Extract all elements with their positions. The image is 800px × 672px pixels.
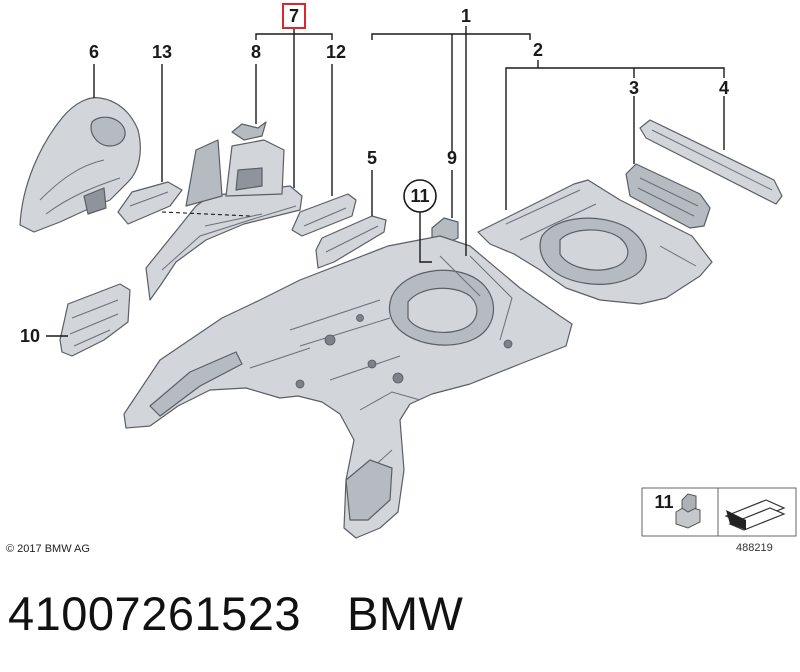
callout-labels: 6 13 7 8 12 1 2 3 4 5 9 10 11 — [20, 3, 729, 346]
brand-name: BMW — [347, 587, 464, 640]
diagram-number: 488219 — [736, 542, 773, 554]
label-13: 13 — [152, 42, 172, 62]
label-7: 7 — [289, 6, 299, 26]
copyright-text: © 2017 BMW AG — [6, 543, 90, 555]
legend-label-11: 11 — [654, 492, 673, 512]
label-1: 1 — [461, 6, 471, 26]
label-5: 5 — [367, 148, 377, 168]
part-10-heat-shield — [59, 283, 131, 357]
label-11-circle — [403, 179, 437, 213]
highlight-box — [282, 3, 306, 29]
part-2-rear-floor — [477, 179, 713, 305]
part-6-wheel-arch — [19, 97, 141, 233]
label-6: 6 — [89, 42, 99, 62]
label-9: 9 — [447, 148, 457, 168]
part-8-clip — [231, 121, 267, 141]
label-4: 4 — [719, 78, 729, 98]
part-number: 41007261523 — [8, 587, 302, 640]
part-7-side-member — [145, 139, 303, 301]
part-4-cross-member — [639, 119, 783, 205]
part-1-floor-assembly — [123, 235, 573, 539]
weld-symbol-icon — [724, 499, 786, 531]
label-3: 3 — [629, 78, 639, 98]
footer-caption: 41007261523 BMW — [8, 586, 463, 641]
parts-diagram: 6 13 7 8 12 1 2 3 4 5 9 10 11 11 — [19, 3, 797, 539]
part-13-bracket — [117, 181, 183, 225]
part-3-panel — [625, 163, 711, 229]
label-10: 10 — [20, 326, 40, 346]
label-11: 11 — [410, 186, 429, 206]
leader-lines — [46, 26, 725, 337]
part-5-rail — [315, 215, 387, 269]
label-2: 2 — [533, 40, 543, 60]
legend-box: 11 — [641, 487, 797, 537]
nut-icon — [675, 493, 701, 529]
label-8: 8 — [251, 42, 261, 62]
label-12: 12 — [326, 42, 346, 62]
part-12-reinforcement — [291, 193, 357, 237]
